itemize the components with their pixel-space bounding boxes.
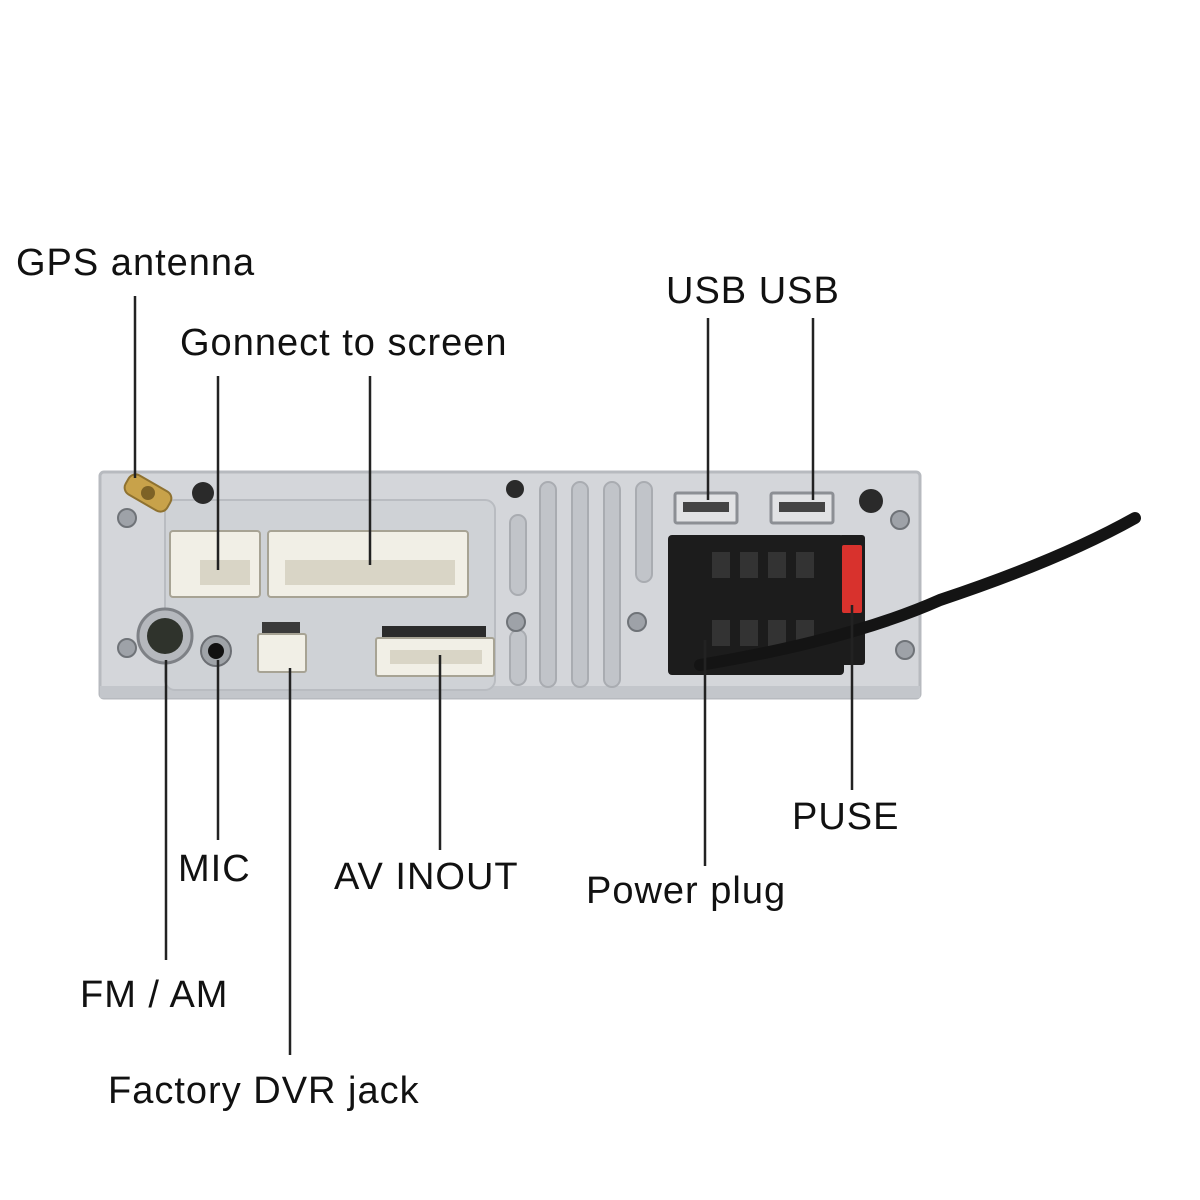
screen-connector-small — [169, 530, 261, 598]
mic-label: MIC — [178, 848, 251, 890]
factory-dvr-jack-label: Factory DVR jack — [108, 1070, 420, 1112]
vent-slots — [509, 481, 653, 688]
fuse-label: PUSE — [792, 796, 900, 838]
mic-jack — [200, 635, 232, 667]
screw-holes — [192, 480, 883, 513]
usb-port-2 — [769, 491, 835, 525]
connect-to-screen-label: Gonnect to screen — [180, 322, 508, 364]
power-cable — [694, 512, 1141, 671]
dvr-jack-connector — [257, 622, 307, 673]
fm-am-label: FM / AM — [80, 974, 229, 1016]
power-plug-label: Power plug — [586, 870, 787, 912]
screen-connector-large — [267, 530, 469, 598]
av-inout-label: AV INOUT — [334, 856, 519, 898]
usb-port-1 — [673, 491, 739, 525]
gps-antenna-label: GPS antenna — [16, 242, 256, 284]
gps-antenna-connector — [123, 473, 173, 513]
fm-am-antenna-jack — [136, 607, 194, 665]
leader-lines — [133, 296, 854, 1055]
usb-label: USB USB — [666, 270, 840, 312]
av-inout-connector — [375, 626, 495, 677]
